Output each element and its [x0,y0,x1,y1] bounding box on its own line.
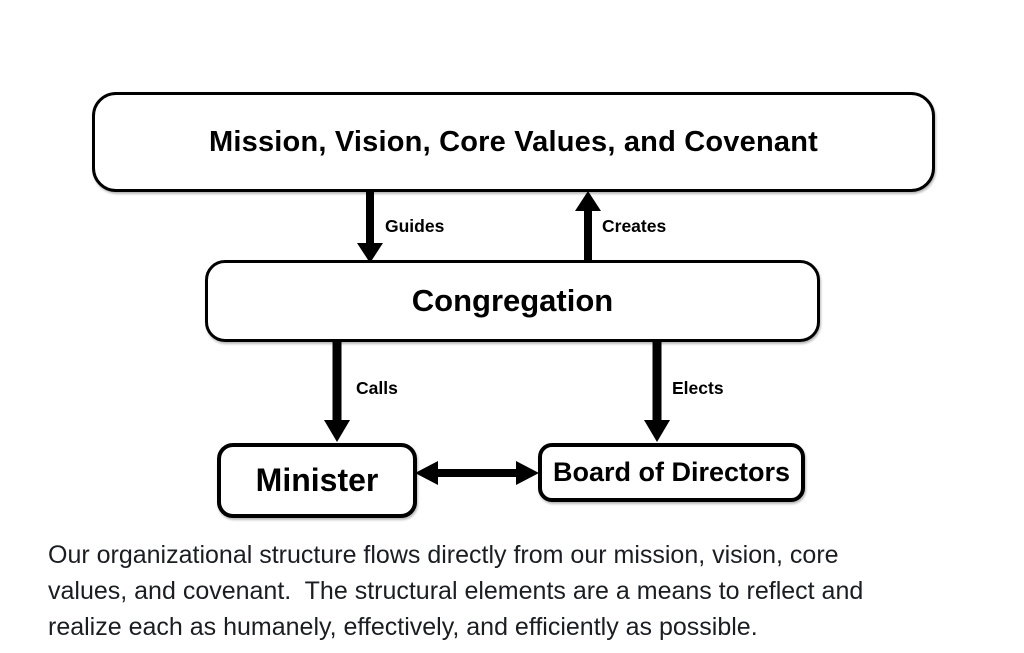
mission-box-label: Mission, Vision, Core Values, and Covena… [209,125,818,158]
congregation-box-label: Congregation [411,283,614,318]
caption-line-1: Our organizational structure flows direc… [48,541,839,569]
mission-box: Mission, Vision, Core Values, and Covena… [92,92,935,192]
congregation-box: Congregation [205,260,820,342]
caption-line-3: realize each as humanely, effectively, a… [48,613,758,641]
guides-arrow-label: Guides [385,216,445,236]
elects-arrow [644,341,670,442]
elects-arrow-label: Elects [672,378,724,398]
guides-arrow [357,192,383,263]
board-of-directors-box-label: Board of Directors [552,457,791,487]
creates-arrow [575,191,601,260]
calls-arrow-label: Calls [356,378,398,398]
caption-paragraph: Our organizational structure flows direc… [48,537,988,645]
minister-board-double-arrow [415,461,539,485]
creates-arrow-label: Creates [602,216,667,236]
board-of-directors-box: Board of Directors [538,443,805,502]
minister-box-label: Minister [255,462,379,498]
caption-line-2: values, and covenant. The structural ele… [48,577,864,605]
calls-arrow [324,341,350,442]
minister-box: Minister [217,443,417,518]
